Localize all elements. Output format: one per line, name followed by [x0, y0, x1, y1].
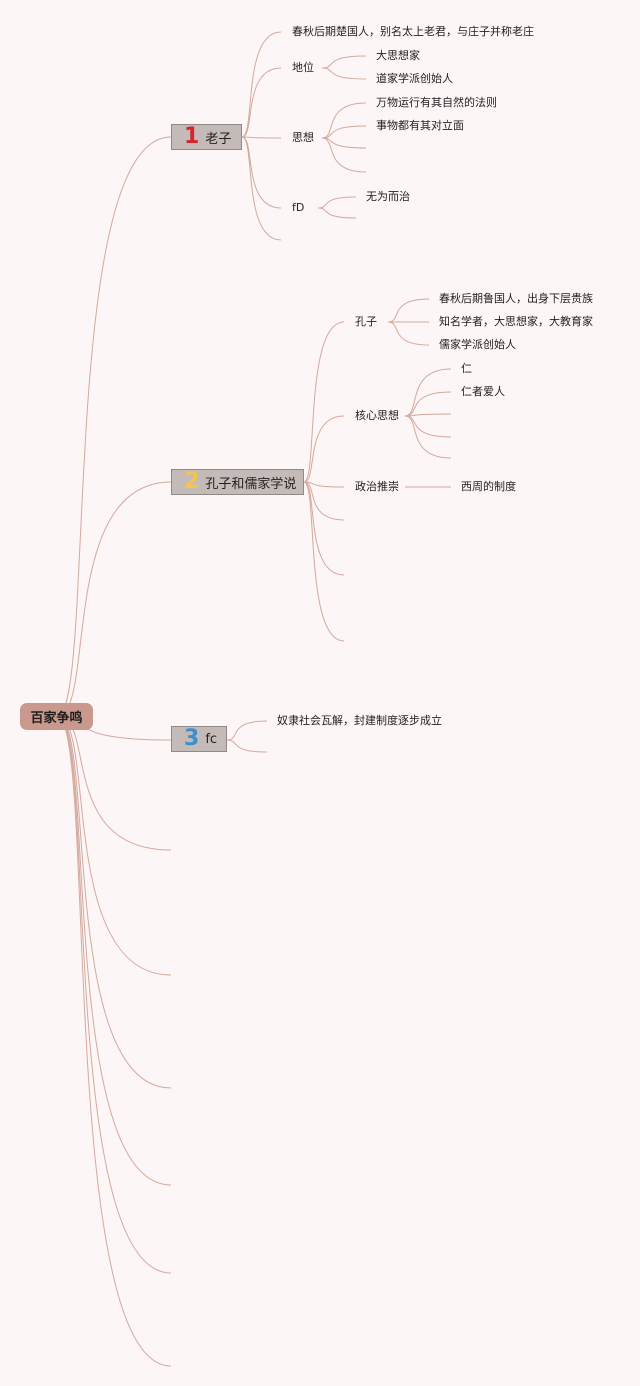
node-opposites[interactable]: 事物都有其对立面 [376, 119, 464, 132]
node-confucius-origin[interactable]: 春秋后期鲁国人，出身下层贵族 [439, 292, 593, 305]
child-connector [387, 321, 430, 346]
root-node[interactable]: 百家争鸣 [20, 703, 93, 730]
root-connector [56, 715, 172, 1089]
child-connector [387, 298, 430, 323]
child-connector [404, 368, 452, 417]
node-feudal-transition[interactable]: 奴隶社会瓦解，封建制度逐步成立 [277, 714, 442, 727]
topic-connector [303, 321, 345, 483]
topic-connector [241, 67, 282, 138]
node-natural-law[interactable]: 万物运行有其自然的法则 [376, 96, 497, 109]
child-connector [404, 413, 452, 417]
child-connector [321, 102, 367, 139]
child-connector [404, 415, 452, 438]
root-connector [56, 715, 172, 976]
topic-connector [241, 136, 282, 241]
topic-connector [303, 481, 345, 576]
topic-connector [241, 136, 282, 139]
root-connector [56, 715, 172, 1367]
root-connector [56, 715, 172, 1274]
node-laozi-status[interactable]: 地位 [292, 61, 314, 74]
topic-title: 孔子和儒家学说 [205, 476, 297, 492]
topic-node-laozi[interactable]: 1 老子 [171, 124, 242, 150]
topic-node-confucius[interactable]: 2 孔子和儒家学说 [171, 469, 304, 495]
child-connector [321, 125, 367, 139]
child-connector [321, 137, 367, 173]
topic-connector [303, 481, 345, 642]
node-confucius[interactable]: 孔子 [355, 315, 377, 328]
child-connector [317, 196, 357, 209]
topic-connector [226, 720, 268, 741]
child-connector [317, 207, 357, 219]
topic-connector [303, 481, 345, 521]
topic-connector [241, 31, 282, 138]
child-connector [321, 67, 367, 80]
node-ren-love[interactable]: 仁者爱人 [461, 385, 505, 398]
node-laozi-origin[interactable]: 春秋后期楚国人，别名太上老君，与庄子并称老庄 [292, 25, 534, 38]
node-laozi-fd[interactable]: fD [292, 201, 305, 214]
topic-title: 老子 [205, 131, 232, 147]
node-ren[interactable]: 仁 [461, 362, 472, 375]
topic-number-badge: 3 [184, 726, 200, 751]
node-confucius-scholar[interactable]: 知名学者，大思想家，大教育家 [439, 315, 593, 328]
root-connector [56, 136, 172, 717]
node-laozi-thought[interactable]: 思想 [292, 131, 314, 144]
child-connector [404, 391, 452, 417]
node-wuwei[interactable]: 无为而治 [366, 190, 410, 203]
topic-number-badge: 1 [184, 124, 200, 149]
node-daoist-founder[interactable]: 道家学派创始人 [376, 72, 453, 85]
topic-connector [303, 415, 345, 483]
node-western-zhou-system[interactable]: 西周的制度 [461, 480, 516, 493]
root-connector [56, 481, 172, 717]
topic-number-badge: 2 [184, 469, 200, 494]
topic-node-fc[interactable]: 3 fc [171, 726, 227, 752]
child-connector [404, 415, 452, 459]
topic-title: fc [205, 731, 218, 747]
node-great-thinker[interactable]: 大思想家 [376, 49, 420, 62]
root-connector [56, 715, 172, 1186]
topic-connector [226, 739, 268, 753]
node-confucian-founder[interactable]: 儒家学派创始人 [439, 338, 516, 351]
child-connector [321, 55, 367, 69]
node-political[interactable]: 政治推崇 [355, 480, 399, 493]
topic-connector [303, 481, 345, 488]
node-core-thought[interactable]: 核心思想 [355, 409, 399, 422]
